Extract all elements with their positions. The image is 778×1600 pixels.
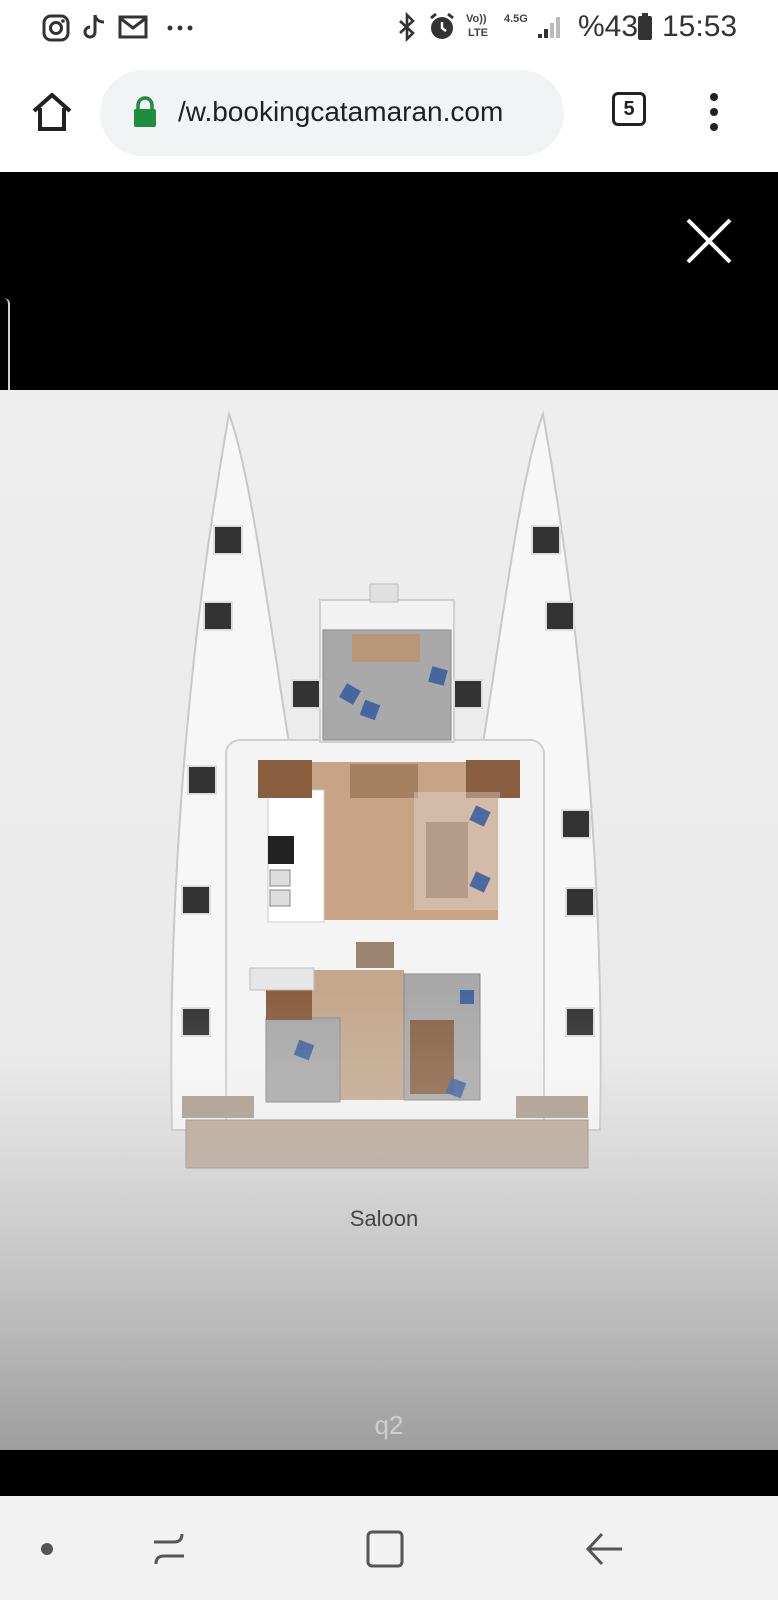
- tiktok-icon: [83, 14, 105, 39]
- battery-percent: %43: [578, 10, 639, 43]
- battery-icon: [638, 13, 652, 40]
- signal-icon: [538, 17, 560, 38]
- saloon-table: [426, 822, 468, 898]
- instagram-icon: [42, 14, 70, 42]
- image-caption: q2: [374, 1410, 404, 1440]
- recents-icon[interactable]: [144, 1524, 194, 1574]
- url-text[interactable]: /w.bookingcatamaran.com: [178, 96, 504, 127]
- catamaran-floor-plan[interactable]: Saloon: [0, 390, 778, 1450]
- menu-icon[interactable]: [708, 92, 720, 132]
- lock-icon[interactable]: [132, 96, 158, 128]
- address-bar[interactable]: /w.bookingcatamaran.com: [100, 70, 564, 156]
- plan-label: Saloon: [350, 1206, 419, 1231]
- tabs-button[interactable]: 5: [612, 92, 646, 126]
- mail-icon: [118, 15, 148, 39]
- network-label: 4.5G: [504, 13, 528, 25]
- home-icon[interactable]: [30, 90, 74, 134]
- image-viewer: Saloon q2: [0, 172, 778, 1496]
- clock: 15:53: [662, 10, 738, 43]
- more-notifications-icon: [167, 25, 193, 31]
- galley-stove: [268, 836, 294, 864]
- status-bar: Vo)) LTE 4.5G %43 15:53: [0, 0, 778, 56]
- back-icon[interactable]: [580, 1524, 630, 1574]
- system-nav-bar: [0, 1496, 778, 1600]
- dot-icon[interactable]: [22, 1524, 72, 1574]
- tab-count: 5: [623, 98, 635, 120]
- bluetooth-icon: [399, 12, 415, 42]
- volte-label: Vo)): [466, 13, 487, 25]
- close-icon[interactable]: [684, 216, 734, 266]
- home-square-icon[interactable]: [360, 1524, 410, 1574]
- alarm-icon: [430, 12, 454, 39]
- lte-label: LTE: [468, 27, 488, 39]
- browser-toolbar: /w.bookingcatamaran.com 5: [0, 56, 778, 172]
